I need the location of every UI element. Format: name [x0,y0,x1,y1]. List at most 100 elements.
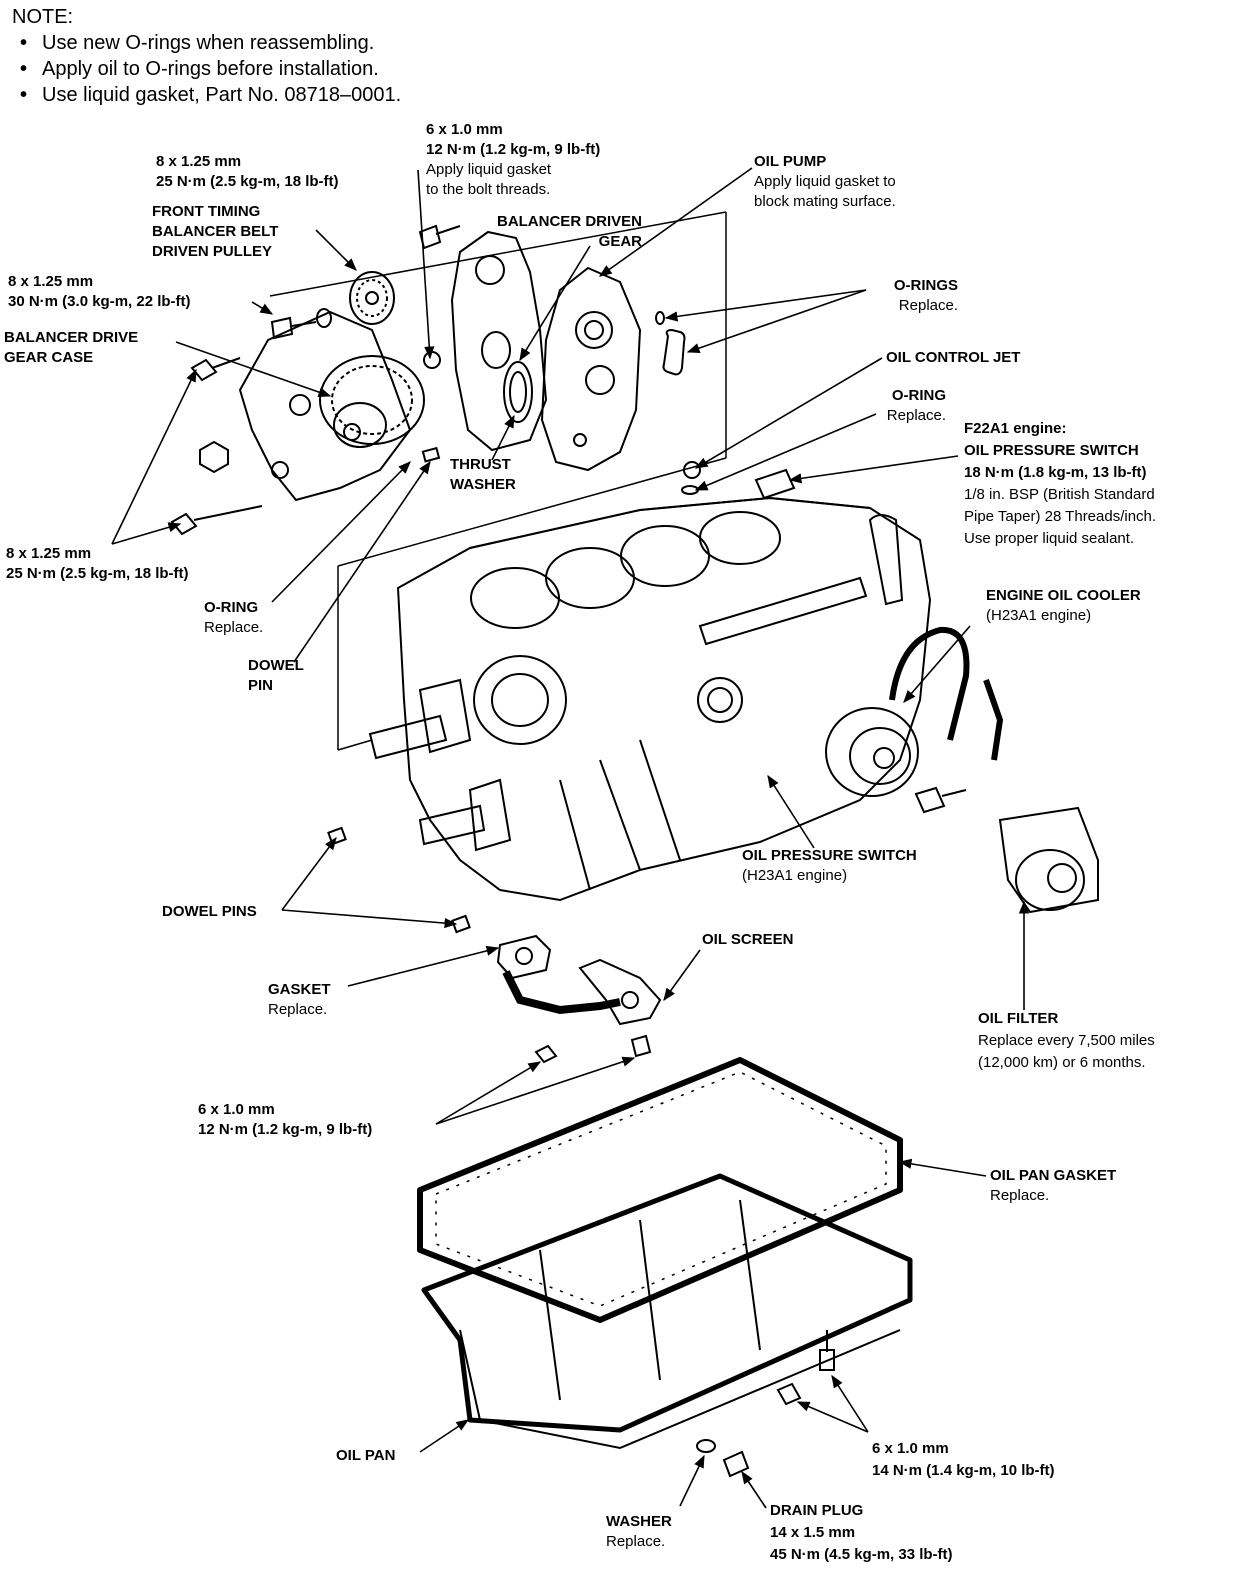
part-note: Replace. [898,297,958,314]
bolt-torque: 45 N·m (4.5 kg-m, 33 lb-ft) [770,1546,953,1563]
part-note: Use proper liquid sealant. [964,530,1135,547]
bolt-size: 8 x 1.25 mm [8,273,94,290]
bolt-note: Apply liquid gasket [426,161,552,178]
part-name: O-RINGS [893,277,958,294]
label-balancer-driven-gear: BALANCER DRIVEN GEAR [458,212,642,252]
oil-pump-group [418,224,686,472]
bolt-size: 6 x 1.0 mm [426,121,503,138]
label-oil-filter: OIL FILTER Replace every 7,500 miles (12… [978,1008,1155,1074]
label-dowel-pins: DOWEL PINS [162,903,257,920]
label-oil-pressure-switch-f22a1: F22A1 engine: OIL PRESSURE SWITCH 18 N·m… [964,418,1156,550]
note-item: Use liquid gasket, Part No. 08718–0001. [20,82,401,108]
label-oil-screen: OIL SCREEN [702,931,794,948]
part-name: BALANCER BELT [152,223,279,240]
part-note: Pipe Taper) 28 Threads/inch. [964,508,1157,525]
bolt-size: 8 x 1.25 mm [156,153,242,170]
part-name: GEAR CASE [4,349,94,366]
engine-block [368,496,932,902]
label-bolt-screen: 6 x 1.0 mm 12 N·m (1.2 kg-m, 9 lb-ft) [198,1100,372,1140]
oil-pan [421,1173,913,1450]
part-note: Replace. [886,407,946,424]
part-name: OIL FILTER [978,1010,1059,1027]
part-name: WASHER [450,476,516,493]
note-item: Use new O-rings when reassembling. [20,30,401,56]
part-name: DRAIN PLUG [770,1502,864,1519]
part-name: WASHER [606,1513,672,1530]
label-engine-oil-cooler: ENGINE OIL COOLER (H23A1 engine) [986,586,1141,626]
part-note: Replace. [268,1001,328,1018]
label-washer: WASHER Replace. [606,1512,672,1552]
part-note: Apply liquid gasket to [754,173,896,190]
oil-screen-group [496,934,662,1064]
note-block: NOTE: Use new O-rings when reassembling.… [12,4,401,108]
label-bolt-case: 8 x 1.25 mm 25 N·m (2.5 kg-m, 18 lb-ft) [6,544,189,584]
bolt-note: to the bolt threads. [426,181,551,198]
label-bolt-pan: 6 x 1.0 mm 14 N·m (1.4 kg-m, 10 lb-ft) [872,1438,1055,1482]
part-name: THRUST [450,456,511,473]
oil-pressure-switch-f22a1 [681,461,796,500]
part-name: PIN [248,677,274,694]
label-o-rings: O-RINGS Replace. [858,276,958,316]
part-note: Replace. [990,1187,1050,1204]
part-note: (12,000 km) or 6 months. [978,1054,1146,1071]
bolt-torque: 12 N·m (1.2 kg-m, 9 lb-ft) [426,141,601,158]
part-name: FRONT TIMING [152,203,261,220]
bolt-size: 6 x 1.0 mm [198,1101,275,1118]
label-dowel-pin: DOWEL PIN [248,656,304,696]
part-note: Replace. [204,619,264,636]
label-oil-control-jet: OIL CONTROL JET [886,349,1021,366]
part-name: O-RING [891,387,946,404]
label-bolt-pulley: 8 x 1.25 mm 25 N·m (2.5 kg-m, 18 lb-ft) [156,152,339,192]
part-name: DRIVEN PULLEY [152,243,273,260]
label-bolt-top: 6 x 1.0 mm 12 N·m (1.2 kg-m, 9 lb-ft) Ap… [426,120,600,200]
note-item: Apply oil to O-rings before installation… [20,56,401,82]
bolt-torque: 30 N·m (3.0 kg-m, 22 lb-ft) [8,293,191,310]
note-title: NOTE: [12,6,74,28]
label-o-ring-case: O-RING Replace. [204,598,263,638]
part-name: BALANCER DRIVE [4,329,139,346]
label-balancer-drive-gear-case: BALANCER DRIVE GEAR CASE [4,328,138,368]
part-note: Replace every 7,500 miles [978,1032,1155,1049]
label-bolt-30nm: 8 x 1.25 mm 30 N·m (3.0 kg-m, 22 lb-ft) [8,272,191,312]
label-drain-plug: DRAIN PLUG 14 x 1.5 mm 45 N·m (4.5 kg-m,… [770,1500,953,1566]
bolt-size: 6 x 1.0 mm [872,1440,949,1457]
oil-filter [998,806,1099,914]
bolt-torque: 14 N·m (1.4 kg-m, 10 lb-ft) [872,1462,1055,1479]
part-note: block mating surface. [754,193,896,210]
leader-lines [111,167,1030,1509]
label-o-ring-jet: O-RING Replace. [858,386,946,426]
part-name: OIL PAN GASKET [990,1167,1117,1184]
label-oil-pump: OIL PUMP Apply liquid gasket to block ma… [754,152,896,212]
engine-note: (H23A1 engine) [742,867,848,884]
bolt-torque: 25 N·m (2.5 kg-m, 18 lb-ft) [156,173,339,190]
label-oil-pressure-switch-h23a1: OIL PRESSURE SWITCH (H23A1 engine) [742,846,917,886]
bolt-size: 14 x 1.5 mm [770,1524,856,1541]
part-note: 1/8 in. BSP (British Standard [964,486,1155,503]
note-list: Use new O-rings when reassembling. Apply… [12,30,401,108]
bolt-torque: 25 N·m (2.5 kg-m, 18 lb-ft) [6,565,189,582]
balancer-gear-case-group [170,271,441,536]
bolt-torque: 18 N·m (1.8 kg-m, 13 lb-ft) [964,464,1147,481]
label-front-timing-pulley: FRONT TIMING BALANCER BELT DRIVEN PULLEY [152,202,278,262]
part-name: OIL PRESSURE SWITCH [964,442,1139,459]
engine-note: (H23A1 engine) [986,607,1092,624]
part-name: OIL PUMP [754,153,827,170]
part-name: ENGINE OIL COOLER [986,587,1141,604]
part-name: GASKET [268,981,331,998]
engine-note: F22A1 engine: [964,420,1067,437]
bolt-torque: 12 N·m (1.2 kg-m, 9 lb-ft) [198,1121,373,1138]
alignment-lines [269,211,727,751]
label-oil-pan: OIL PAN [336,1447,396,1464]
part-name: GEAR [598,233,642,250]
oil-pan-gasket [417,1057,903,1323]
label-thrust-washer: THRUST WASHER [450,455,516,495]
part-name: DOWEL [248,657,304,674]
part-name: BALANCER DRIVEN [496,213,642,230]
part-name: O-RING [204,599,259,616]
part-note: Replace. [606,1533,666,1550]
bolt-size: 8 x 1.25 mm [6,545,92,562]
engine-oil-cooler [825,626,1004,814]
label-gasket: GASKET Replace. [268,980,331,1020]
part-name: OIL PRESSURE SWITCH [742,847,917,864]
